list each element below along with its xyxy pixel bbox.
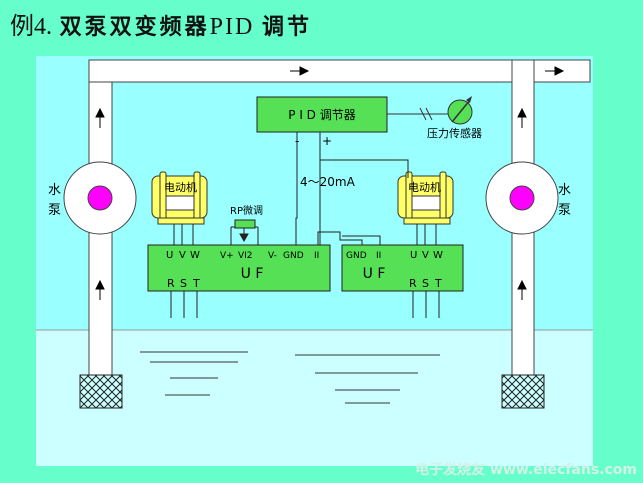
- slide-title: 例4. 双泵双变频器PID 调节: [10, 6, 312, 41]
- vfd-right-terminal-w: W: [433, 250, 443, 261]
- vfd-left-terminal-vplus: V+: [220, 251, 234, 261]
- vfd-right-terminal-v: V: [422, 250, 429, 261]
- pump-label-left-2: 泵: [48, 203, 61, 218]
- vfd-left-terminal-vminus: V-: [268, 251, 277, 261]
- vfd-right-input-r: R: [409, 277, 417, 290]
- vfd-right-input-s: S: [422, 277, 429, 290]
- title-main: 双泵双变频器: [59, 14, 210, 40]
- pump-label-right-2: 泵: [558, 203, 571, 218]
- water-tank: [36, 330, 593, 466]
- vfd-right-name: U F: [363, 266, 386, 282]
- vfd-right-terminal-ii: II: [376, 251, 381, 261]
- vfd-left-terminal-ii: II: [314, 251, 319, 261]
- strainer-right: [501, 374, 545, 409]
- pump-left: [63, 161, 137, 235]
- vfd-left-terminal-u: U: [166, 250, 173, 261]
- flow-arrows: [95, 66, 565, 300]
- water-lines: [140, 351, 440, 404]
- vfd-right-terminal-u: U: [410, 250, 417, 261]
- vfd-right-input-t: T: [434, 277, 442, 290]
- motor-right: [397, 171, 454, 225]
- pump-right: [485, 161, 559, 235]
- motor-left: [151, 171, 208, 225]
- vfd-left-input-r: R: [167, 277, 175, 290]
- vfd-left-name: U F: [241, 266, 264, 282]
- rp-potentiometer: [234, 219, 256, 229]
- vfd-left-terminal-w: W: [190, 250, 200, 261]
- pressure-sensor: [387, 96, 473, 125]
- pid-plus: +: [322, 134, 332, 148]
- title-prefix: 例4.: [10, 14, 52, 40]
- signal-label: 4～20mA: [300, 175, 356, 189]
- pressure-sensor-label: 压力传感器: [427, 127, 482, 140]
- vfd-left-input-s: S: [180, 277, 187, 290]
- vfd-left-input-t: T: [192, 277, 200, 290]
- vfd-right-box: [341, 244, 464, 292]
- pump-label-left-1: 水: [48, 183, 61, 198]
- vfd-left-terminal-gnd: GND: [283, 251, 304, 261]
- vfd-right-terminal-gnd: GND: [346, 251, 367, 261]
- title-pid: PID: [209, 14, 255, 40]
- strainer-left: [79, 374, 123, 409]
- watermark: 电子发烧友 www.elecfans.com: [415, 462, 637, 478]
- pump-label-right-1: 水: [558, 183, 571, 198]
- motor-label-left: 电动机: [164, 180, 197, 194]
- rp-label: RP微调: [230, 204, 263, 217]
- vfd-left-terminal-v: V: [179, 250, 186, 261]
- title-suffix: 调节: [261, 14, 312, 40]
- pid-controller-box: [256, 96, 388, 133]
- vfd-left-terminal-vi2: VI2: [238, 251, 253, 261]
- pid-controller-label: P I D 调节器: [288, 108, 355, 122]
- motor-label-right: 电动机: [408, 180, 441, 194]
- vfd-left-box: [147, 244, 331, 292]
